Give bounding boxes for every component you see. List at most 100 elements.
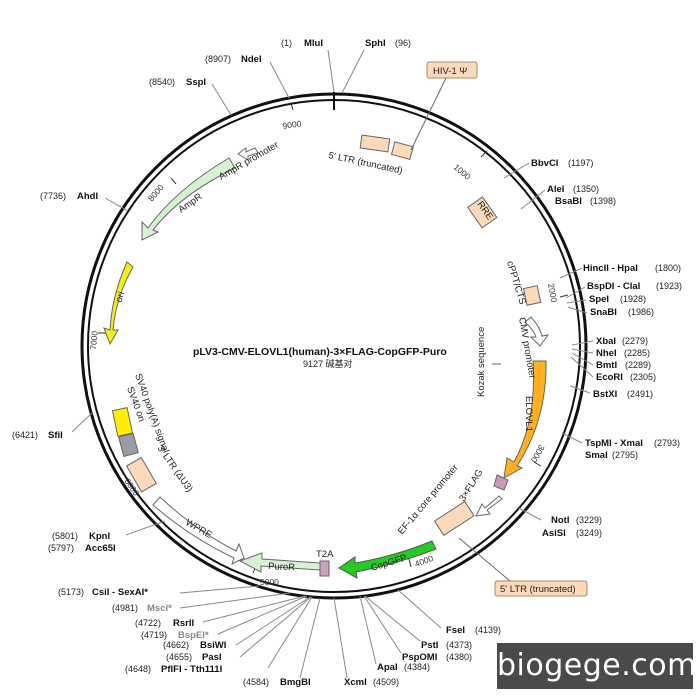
site-name: AhdI <box>77 191 98 202</box>
five-ltr-lower-leader <box>458 537 511 582</box>
site-name: MluI <box>304 38 323 49</box>
site-name: XcmI <box>344 677 367 688</box>
site-pos: (4655) <box>166 652 192 662</box>
site-pos: (4719) <box>141 630 167 640</box>
site-leader <box>565 286 586 299</box>
site-name: FseI <box>446 625 465 636</box>
site-name: AsiSI <box>542 528 566 539</box>
tick-label: 5000 <box>260 577 279 587</box>
tick-label: 3000 <box>529 443 547 465</box>
site-pos: (2285) <box>624 348 650 358</box>
site-name: MscI* <box>147 603 172 614</box>
site-pos: (1800) <box>655 263 681 273</box>
site-pos: (3229) <box>576 515 602 525</box>
site-name: NdeI <box>241 54 262 65</box>
site-pos: (4509) <box>373 677 399 687</box>
site-name: SnaBI <box>590 307 617 318</box>
site-leader <box>566 299 587 304</box>
site-leader <box>571 340 594 346</box>
site-leader <box>333 597 348 679</box>
five-ltr-feature-b <box>390 141 414 160</box>
site-leader <box>503 162 530 179</box>
site-leader <box>518 507 542 521</box>
site-pos: (3249) <box>576 528 602 538</box>
ori-feature <box>103 261 134 346</box>
plasmid-size: 9127 碱基对 <box>303 358 353 369</box>
wpre-feature <box>152 496 245 565</box>
site-pos: (5801) <box>52 531 78 541</box>
watermark: biogege.com <box>497 643 696 689</box>
site-name: HincII - HpaI <box>583 263 638 274</box>
site-leader <box>571 348 594 354</box>
site-name: CsiI - SexAI* <box>92 587 148 598</box>
ef1a-promoter-feature <box>433 500 475 537</box>
site-pos: (1986) <box>628 307 654 317</box>
plasmid-title: pLV3-CMV-ELOVL1(human)-3×FLAG-CopGFP-Pur… <box>193 346 447 358</box>
site-name: NheI <box>596 348 617 359</box>
site-name: BsiWI <box>200 640 226 651</box>
site-pos: (2491) <box>627 389 653 399</box>
site-name: TspMI - XmaI <box>585 438 643 449</box>
site-leader <box>559 267 583 279</box>
site-leader <box>217 595 308 635</box>
site-pos: (4584) <box>243 677 269 687</box>
puro-r-feature <box>238 552 321 573</box>
site-pos: (2795) <box>612 450 638 460</box>
site-name: BmtI <box>596 360 617 371</box>
tick-label: 9000 <box>282 118 302 131</box>
cmv-promoter-feature <box>524 316 550 347</box>
site-pos: (2279) <box>622 336 648 346</box>
site-pos: (1) <box>281 38 292 48</box>
site-name: BspEI* <box>178 630 209 641</box>
site-pos: (2793) <box>654 438 680 448</box>
amp-r-promoter-feature <box>237 147 259 161</box>
site-leader <box>567 306 588 314</box>
elovl1-label: ELOVL1 <box>523 396 534 432</box>
site-leader <box>397 589 442 629</box>
site-leader <box>364 595 421 642</box>
site-leader <box>520 189 546 210</box>
hiv-psi-box <box>426 61 478 79</box>
site-pos: (8540) <box>149 77 175 87</box>
site-leader <box>359 595 377 665</box>
site-name: SspI <box>186 77 206 88</box>
site-leader <box>269 61 290 99</box>
site-pos: (5797) <box>48 543 74 553</box>
tick-mark <box>480 150 488 158</box>
puro-r-label: PuroR <box>268 561 296 573</box>
tick-mark <box>408 558 412 568</box>
three-ltr-label: 3' LTR (ΔU3) <box>155 443 195 494</box>
site-pos: (4384) <box>404 662 430 672</box>
hiv-psi-leader <box>410 77 447 151</box>
site-pos: (4722) <box>135 618 161 628</box>
cppt-feature <box>522 285 542 306</box>
site-pos: (8907) <box>205 54 231 64</box>
sv40-ori-feature <box>118 432 139 458</box>
tick-label: 7000 <box>88 330 100 350</box>
site-leader <box>71 412 93 433</box>
ori-label: ori <box>113 290 127 304</box>
site-pos: (2305) <box>630 372 656 382</box>
site-leader <box>569 385 591 394</box>
kozak-label: Kozak sequence <box>476 327 487 397</box>
tick-group: 1000 2000 3000 4000 5000 6000 7000 8000 … <box>88 102 569 587</box>
flag-promoter-arrow <box>475 495 503 517</box>
five-ltr-lower-label: 5' LTR (truncated) <box>500 584 576 595</box>
site-leader <box>211 83 232 116</box>
sv40-polya-feature <box>111 407 134 437</box>
t2a-label: T2A <box>316 549 334 560</box>
site-leader <box>239 596 312 658</box>
site-pos: (1197) <box>568 158 593 168</box>
site-pos: (4380) <box>446 652 472 662</box>
site-leader <box>341 49 365 94</box>
site-name: SmaI <box>585 450 608 461</box>
site-pos: (4981) <box>112 603 138 613</box>
site-leader <box>561 432 583 444</box>
site-name: PspOMI <box>402 652 437 663</box>
hiv-psi-label: HIV-1 Ψ <box>433 66 467 77</box>
site-name: XbaI <box>596 336 616 347</box>
site-pos: (4662) <box>163 640 189 650</box>
site-leader <box>299 597 321 679</box>
site-name: Acc65I <box>85 543 116 554</box>
site-pos: (1928) <box>620 294 646 304</box>
